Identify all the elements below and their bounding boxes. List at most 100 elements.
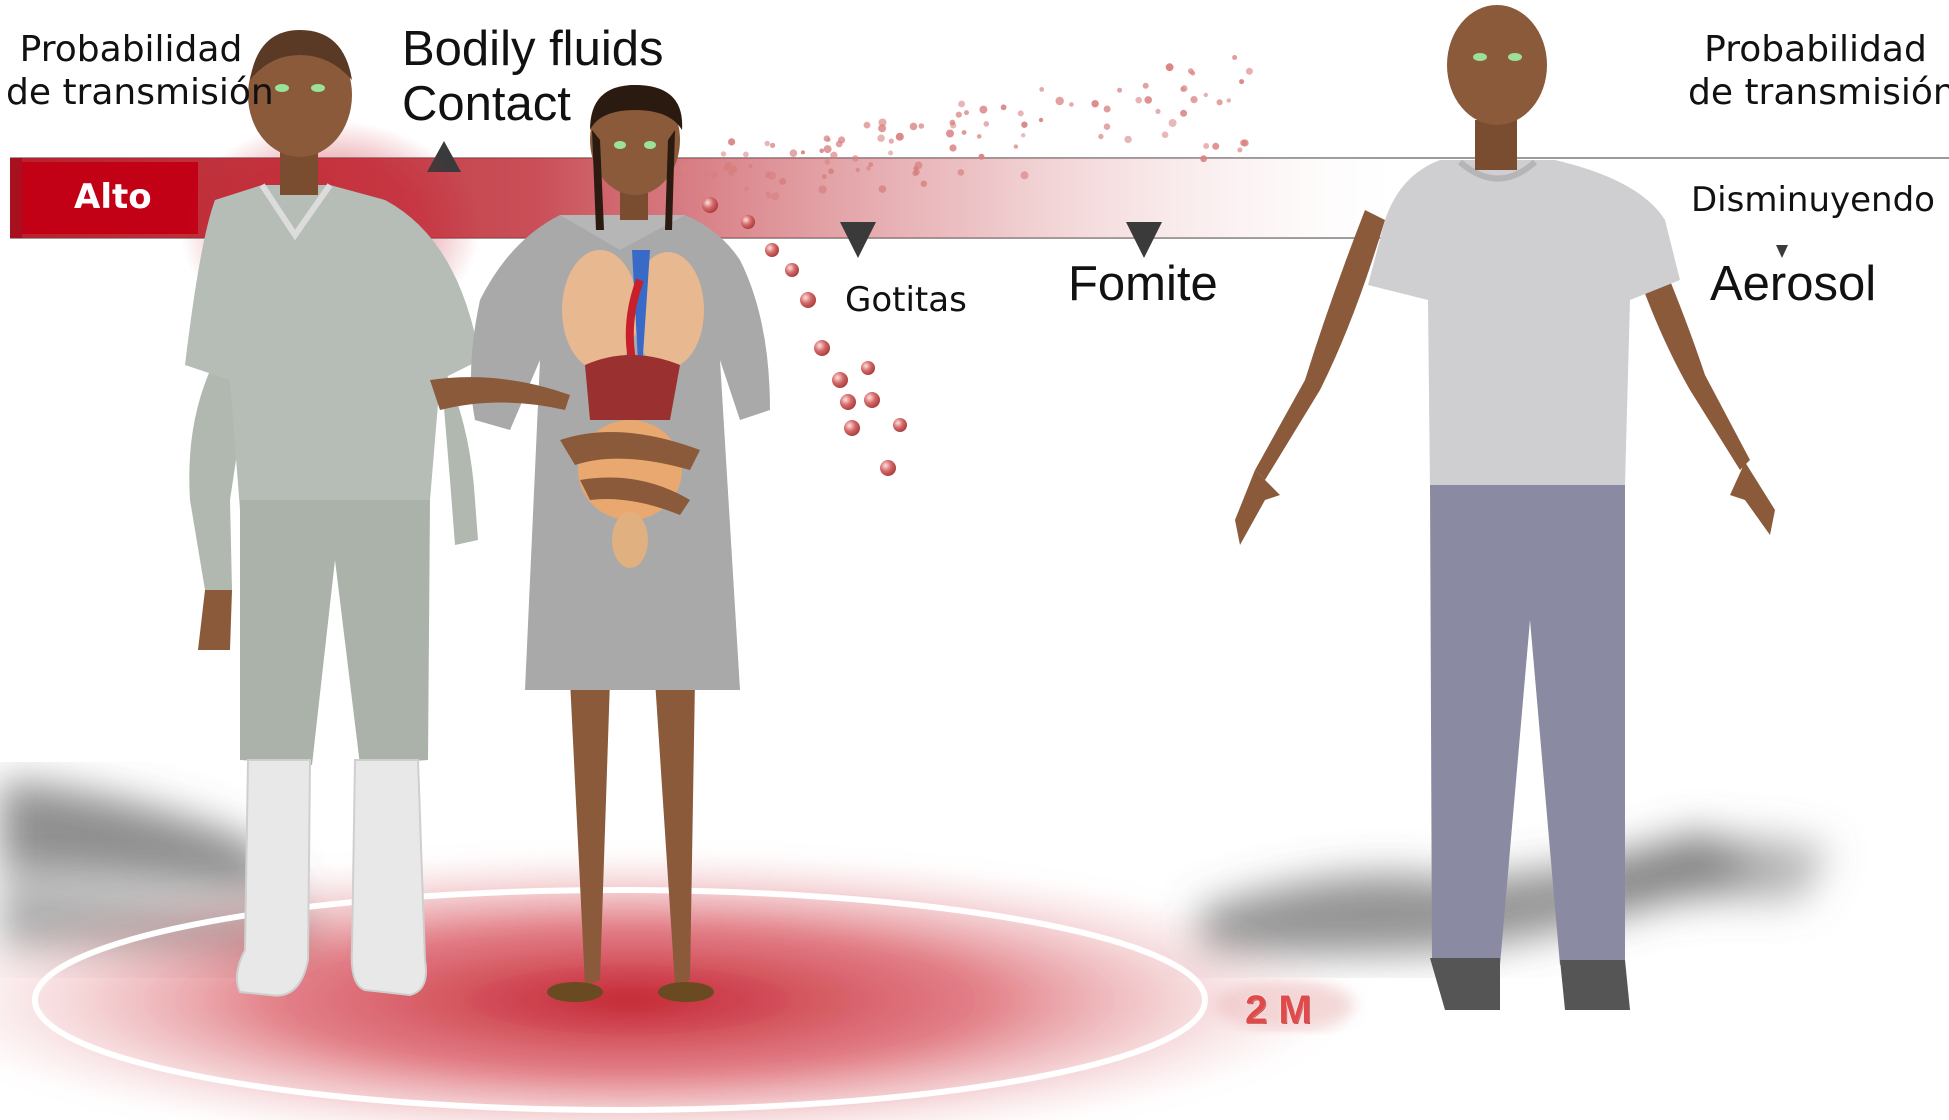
alto-label: Alto xyxy=(74,177,152,218)
aerosol-particle xyxy=(1018,110,1024,116)
gotitas-label: Gotitas xyxy=(845,280,967,321)
aerosol-particle xyxy=(819,149,824,154)
aerosol-particle xyxy=(687,182,693,188)
aerosol-particle xyxy=(825,159,830,164)
aerosol-particle xyxy=(766,191,770,195)
aerosol-particle xyxy=(1212,143,1219,150)
aerosol-particle xyxy=(919,123,925,129)
aerosol-particle xyxy=(790,149,798,157)
aerosol-particle xyxy=(1039,87,1044,92)
disminuyendo-label: Disminuyendo xyxy=(1688,180,1938,221)
prob-right-line1: Probabilidad xyxy=(1688,28,1943,71)
aerosol-particle xyxy=(1180,110,1187,117)
aerosol-particle xyxy=(1200,155,1207,162)
aerosol-particle xyxy=(1239,79,1244,84)
aerosol-particle xyxy=(770,143,775,148)
aerosol-particle xyxy=(956,112,962,118)
aerosol-particle xyxy=(824,145,832,153)
aerosol-particle xyxy=(699,195,707,203)
aerosol-particle xyxy=(852,155,859,162)
aerosol-particle xyxy=(771,192,779,200)
aerosol-particle xyxy=(748,164,752,168)
aerosol-particle xyxy=(730,166,737,173)
aerosol-particle xyxy=(1144,96,1152,104)
aerosol-particle xyxy=(1166,63,1174,71)
fomite-label: Fomite xyxy=(1068,255,1218,314)
aerosol-particle xyxy=(711,172,717,178)
aerosol-particle xyxy=(682,165,690,173)
aerosol-particle xyxy=(946,130,954,138)
aerosol-particle xyxy=(1246,68,1253,75)
aerosol-particle xyxy=(822,174,827,179)
aerosol-particle xyxy=(1014,144,1018,148)
aerosol-particle xyxy=(921,181,927,187)
aerosol-particle xyxy=(1232,55,1237,60)
prob-right-line2: de transmisión xyxy=(1688,71,1943,114)
aerosol-particle xyxy=(962,130,967,135)
aerosol-particle xyxy=(801,150,805,154)
aerosol-particle xyxy=(1217,99,1223,105)
aerosol-particle xyxy=(910,123,918,131)
aerosol-particle xyxy=(958,101,965,108)
prob-left-line1: Probabilidad xyxy=(6,28,256,71)
aerosol-particle xyxy=(984,121,990,127)
aerosol-particle xyxy=(1180,87,1185,92)
aerosol-particle xyxy=(1204,93,1208,97)
aerosol-particle xyxy=(912,170,918,176)
fomite-marker xyxy=(1126,222,1162,258)
aerosol-particle xyxy=(1143,83,1149,89)
bodily-fluids-label: Bodily fluids xyxy=(402,20,663,79)
aerosol-particle xyxy=(743,152,749,158)
aerosol-particle xyxy=(977,134,982,139)
aerosol-particle xyxy=(979,154,985,160)
aerosol-particle xyxy=(879,185,887,193)
aerosol-particle xyxy=(1117,88,1122,93)
aerosol-particle xyxy=(765,141,770,146)
prob-left-label: Probabilidad de transmisión xyxy=(6,28,256,114)
aerosol-particle xyxy=(958,169,965,176)
aerosol-particle xyxy=(979,106,987,114)
aerosol-particle xyxy=(1021,171,1029,179)
aerosol-particle xyxy=(1104,106,1111,113)
aerosol-particle xyxy=(827,138,831,142)
aerosol-particle xyxy=(1227,98,1231,102)
aerosol-particle xyxy=(1203,143,1209,149)
aerosol-particle xyxy=(878,124,886,132)
aerosol-particle xyxy=(1098,134,1103,139)
distance-label: 2 M xyxy=(1245,986,1312,1034)
aerosol-particle xyxy=(1190,96,1197,103)
aerosol-particle xyxy=(950,122,956,128)
aerosol-particle xyxy=(1069,102,1074,107)
aerosol-particle xyxy=(915,162,923,170)
aerosol-particle xyxy=(1001,104,1007,110)
aerosol-particle xyxy=(1091,100,1098,107)
aerosol-particle xyxy=(1190,71,1195,76)
aerosol-particle xyxy=(728,138,735,145)
aerosol-particle xyxy=(896,133,904,141)
aerosol-particle xyxy=(1021,133,1025,137)
aerosol-particle xyxy=(1039,118,1043,122)
aerosol-particle xyxy=(819,185,827,193)
aerosol-particle xyxy=(877,135,884,142)
aerosol-particle xyxy=(866,166,871,171)
prob-left-line2: de transmisión xyxy=(6,71,256,114)
aerosol-particle xyxy=(1021,122,1027,128)
aerosol-particle xyxy=(1124,136,1131,143)
gotitas-marker xyxy=(840,222,876,258)
aerosol-particle xyxy=(1162,132,1169,139)
aerosol-particle xyxy=(1240,140,1247,147)
prob-right-label: Probabilidad de transmisión xyxy=(1688,28,1943,114)
aerosol-particle xyxy=(888,151,893,156)
aerosol-particle xyxy=(836,141,843,148)
aerosol-particle xyxy=(721,151,726,156)
aerosol-particle xyxy=(864,122,871,129)
aerosol-particle xyxy=(1155,109,1160,114)
aerosol-particle xyxy=(949,144,956,151)
aerosol-particle xyxy=(1104,123,1111,130)
aerosol-particle xyxy=(856,168,860,172)
aerosol-particle xyxy=(779,178,786,185)
aerosol-particle xyxy=(830,152,837,159)
aerosol-particle xyxy=(744,187,748,191)
aerosol-particle xyxy=(1135,97,1142,104)
